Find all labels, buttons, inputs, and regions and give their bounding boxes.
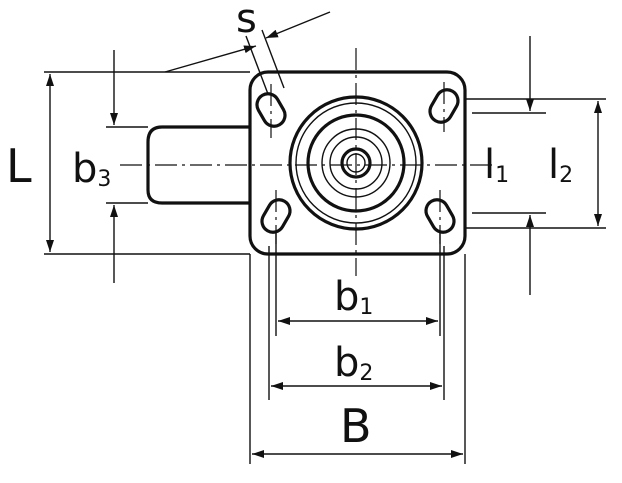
slot-bottom-right [424,198,456,234]
slot-top-left [255,92,287,128]
dim-b2: b2 [271,340,442,390]
side-stem [146,125,250,205]
mounting-plate [248,70,467,256]
svg-text:l1: l1 [484,142,509,188]
slot-bottom-left [260,198,292,234]
dim-l1: l1 [484,36,534,295]
dim-b1: b1 [278,274,438,325]
svg-text:b1: b1 [334,274,373,320]
svg-text:L: L [6,139,32,193]
dim-s: s [164,0,331,95]
svg-text:s: s [236,0,257,42]
slot-top-right [428,88,460,124]
dim-L: L [6,74,54,252]
center-lines [120,48,492,276]
svg-text:b3: b3 [72,146,111,192]
extension-lines [44,71,606,464]
dim-l2: l2 [548,101,602,226]
svg-text:b2: b2 [334,340,373,386]
dim-B: B [252,399,463,458]
svg-text:l2: l2 [548,142,573,188]
svg-text:B: B [340,399,372,453]
dim-b3: b3 [72,50,118,283]
